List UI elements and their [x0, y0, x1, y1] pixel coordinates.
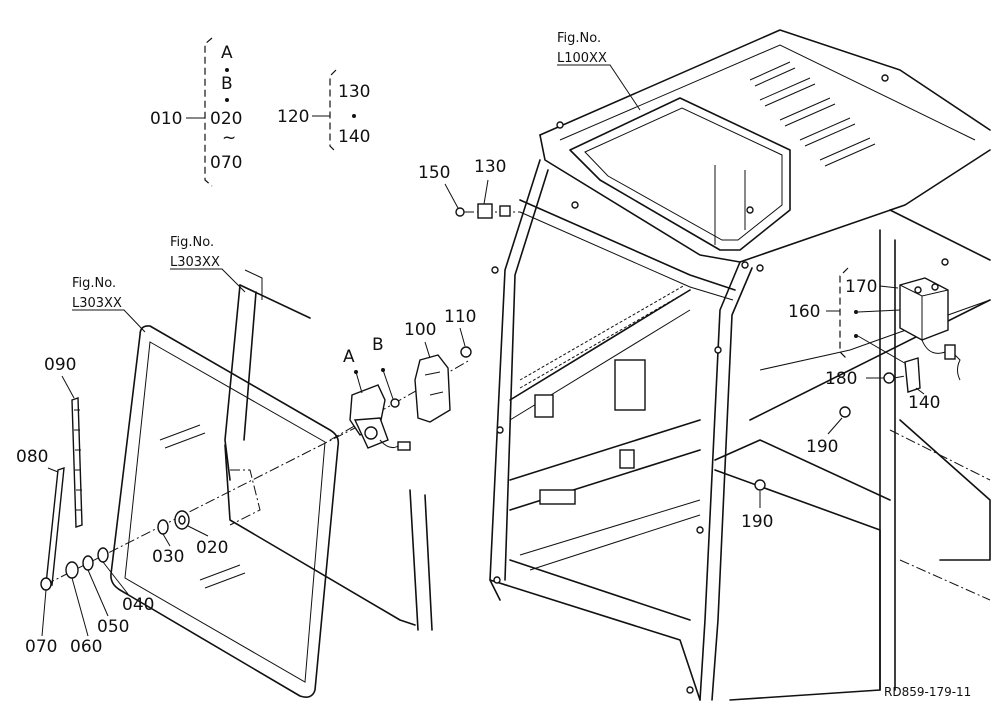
lower-callouts: 070 060 050 040 030 020 [25, 525, 228, 657]
callout-070: 070 [25, 637, 57, 657]
callout-020-ref: 020 [210, 109, 242, 129]
callout-010: 010 [150, 109, 182, 129]
callout-130: 130 [474, 157, 506, 177]
callout-160: 160 [788, 302, 820, 322]
washer-050 [82, 555, 94, 571]
fig-label-door-rear: Fig.No. [170, 235, 214, 250]
callout-170: 170 [845, 277, 877, 297]
callout-140-ref: 140 [338, 127, 370, 147]
callout-B-ref: B [221, 74, 233, 94]
callout-050: 050 [97, 617, 129, 637]
fig-label-L100: Fig.No. [557, 31, 601, 46]
door-frame-rear: Fig.No. L303XX [170, 235, 433, 631]
bolt-190-lower [754, 479, 766, 491]
callout-190-upper: 190 [806, 437, 838, 457]
callout-060: 060 [70, 637, 102, 657]
washer-030 [157, 519, 169, 535]
washer-060 [65, 561, 79, 579]
fig-code-door-front: L303XX [72, 296, 122, 311]
callout-090: 090 [44, 355, 76, 375]
callout-A-ref: A [221, 43, 233, 63]
reference-bracket-010: 010 A B 020 ~ 070 [150, 37, 242, 187]
callout-080: 080 [16, 447, 48, 467]
callout-130-ref: 130 [338, 82, 370, 102]
bolt-180 [883, 372, 895, 384]
nut-070 [40, 577, 52, 591]
fig-code-door-rear: L303XX [170, 255, 220, 270]
callout-140: 140 [908, 393, 940, 413]
cabin-frame [489, 29, 991, 701]
callout-B: B [372, 335, 384, 355]
door-frame-front-glass: Fig.No. L303XX [72, 276, 340, 698]
bolt-150-clip-130: 150 130 [418, 157, 520, 219]
washers-and-nuts [40, 510, 190, 591]
callout-040: 040 [122, 595, 154, 615]
washer-040 [97, 547, 109, 563]
bolt-190-upper [839, 406, 851, 418]
drawing-code: RD859-179-11 [884, 685, 971, 699]
callout-030: 030 [152, 547, 184, 567]
wiper-motor: A B [343, 335, 411, 451]
callout-180: 180 [825, 369, 857, 389]
reference-bracket-120: 120 130 140 [277, 69, 370, 153]
callout-110: 110 [444, 307, 476, 327]
callout-120: 120 [277, 107, 309, 127]
fig-label-door-front: Fig.No. [72, 276, 116, 291]
motor-cover-100: 100 110 [404, 307, 476, 423]
fig-reference-L100XX: Fig.No. L100XX [557, 31, 641, 111]
callout-190-lower: 190 [741, 512, 773, 532]
wiper-blade-090: 090 [44, 355, 83, 528]
callout-020: 020 [196, 538, 228, 558]
callout-100: 100 [404, 320, 436, 340]
callout-150: 150 [418, 163, 450, 183]
wiper-controller: 160 170 [788, 267, 961, 381]
bracket-140-bolt-180: 180 140 [825, 357, 940, 413]
bolt-110 [460, 346, 472, 358]
bolts-190: 190 190 [741, 406, 851, 532]
fig-code-L100XX: L100XX [557, 51, 607, 66]
wiper-arm-080: 080 [16, 447, 65, 586]
callout-A: A [343, 347, 355, 367]
callout-070-ref: 070 [210, 153, 242, 173]
callout-tilde: ~ [222, 128, 236, 148]
